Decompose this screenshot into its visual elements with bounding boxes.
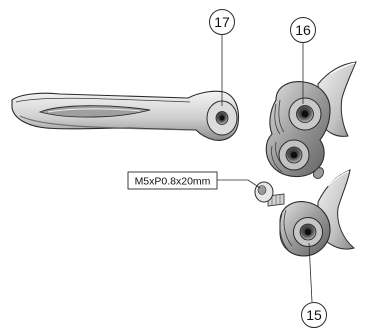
bolt-spec-label: M5xP0.8x20mm — [127, 171, 218, 190]
callout-17: 17 — [209, 9, 235, 35]
leader-bolt — [216, 179, 261, 189]
callout-16: 16 — [290, 17, 316, 43]
callout-16-label: 16 — [295, 22, 311, 38]
leader-lines — [216, 35, 313, 303]
bolt-spec-text: M5xP0.8x20mm — [135, 176, 211, 188]
lever-clamp-icon — [270, 169, 356, 257]
mount-arm-icon — [11, 90, 240, 141]
callout-15: 15 — [301, 302, 327, 328]
callout-15-label: 15 — [306, 307, 322, 323]
clamp-bracket-icon — [265, 61, 357, 179]
leader-15 — [308, 242, 313, 303]
callout-17-label: 17 — [214, 14, 230, 30]
bolt-icon — [254, 181, 285, 207]
